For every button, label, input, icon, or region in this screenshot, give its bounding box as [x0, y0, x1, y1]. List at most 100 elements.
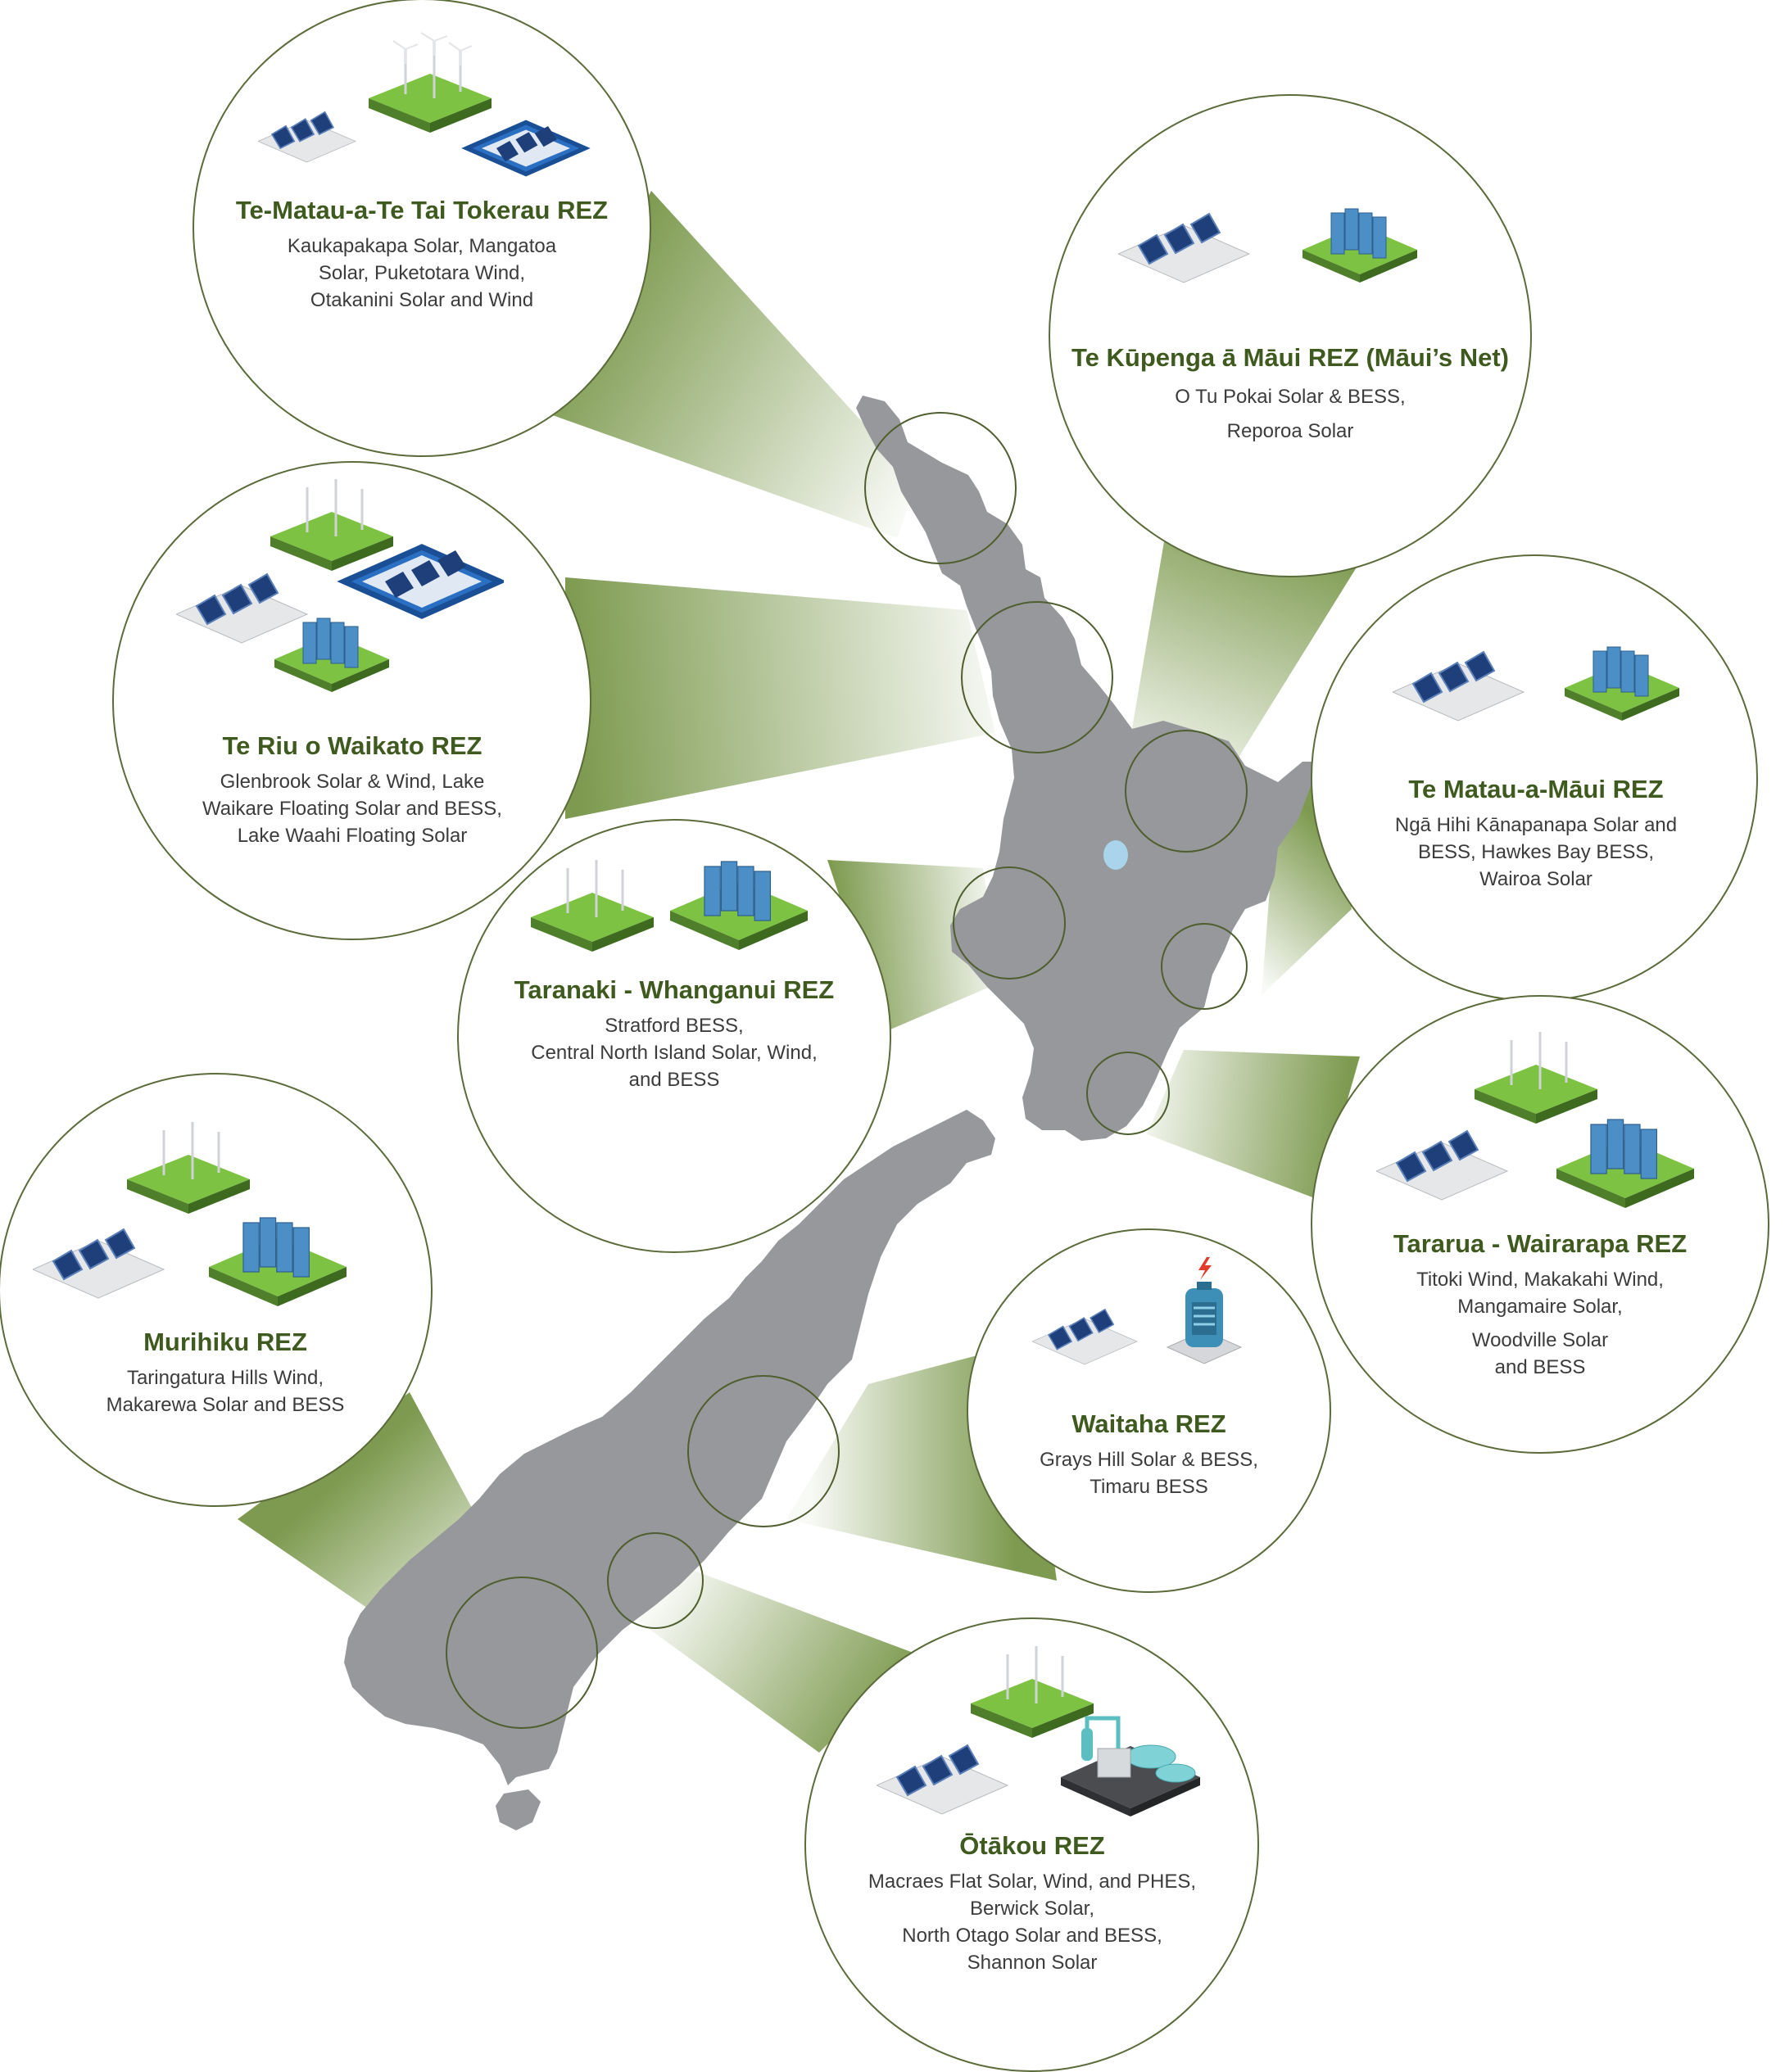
- wind-farm-icon: [369, 32, 492, 133]
- wind-farm-icon: [1475, 1032, 1597, 1124]
- project-line: Makarewa Solar and BESS: [106, 1394, 345, 1416]
- project-line: Macraes Flat Solar, Wind, and PHES,: [868, 1871, 1197, 1893]
- project-line: North Otago Solar and BESS,: [902, 1925, 1162, 1947]
- zone-title: Te Riu o Waikato REZ: [222, 731, 482, 760]
- project-line: Kaukapakapa Solar, Mangatoa: [287, 235, 557, 257]
- zone-projects: Taringatura Hills Wind, Makarewa Solar a…: [53, 1364, 397, 1418]
- project-line: Stratford BESS,: [605, 1015, 744, 1037]
- zone-callout-tai-tokerau: [193, 0, 651, 457]
- zone-projects: Kaukapakapa Solar, Mangatoa Solar, Puket…: [233, 233, 610, 314]
- zone-text-taranaki: Taranaki - Whanganui REZ Stratford BESS,…: [490, 975, 859, 1093]
- taranaki-icons: [531, 860, 808, 952]
- zone-title: Murihiku REZ: [143, 1328, 307, 1356]
- project-line: Lake Waahi Floating Solar: [237, 825, 468, 847]
- zone-projects: O Tu Pokai Solar & BESS, Reporoa Solar: [1061, 380, 1520, 449]
- ring-waitaha: [687, 1375, 840, 1527]
- zone-title: Tararua - Wairarapa REZ: [1393, 1229, 1688, 1258]
- ring-tai-tokerau: [864, 412, 1017, 564]
- tararua-icons: [1376, 1032, 1694, 1208]
- zone-projects: Grays Hill Solar & BESS, Timaru BESS: [991, 1446, 1307, 1500]
- project-line: Titoki Wind, Makakahi Wind,: [1416, 1269, 1664, 1291]
- project-line: O Tu Pokai Solar & BESS,: [1175, 386, 1406, 408]
- battery-storage-icon: [1556, 1119, 1694, 1208]
- zone-title: Ōtākou REZ: [959, 1831, 1105, 1860]
- ring-maui: [1125, 730, 1248, 853]
- zone-projects: Ngā Hihi Kānapanapa Solar and BESS, Hawk…: [1356, 812, 1716, 893]
- project-line: Wairoa Solar: [1479, 868, 1592, 890]
- battery-cell-icon: [1166, 1257, 1243, 1364]
- solar-farm-icon: [1032, 1308, 1138, 1365]
- project-line: BESS, Hawkes Bay BESS,: [1417, 841, 1655, 863]
- solar-farm-icon: [258, 111, 357, 163]
- zone-title: Te Matau-a-Māui REZ: [1408, 775, 1664, 803]
- solar-farm-icon: [33, 1228, 165, 1299]
- project-line: Waikare Floating Solar and BESS,: [202, 798, 502, 820]
- lake-taupo: [1103, 840, 1128, 870]
- project-line: Grays Hill Solar & BESS,: [1040, 1449, 1258, 1471]
- project-line: Reporoa Solar: [1226, 420, 1354, 442]
- battery-storage-icon: [670, 861, 808, 950]
- matau-a-maui-icons: [1393, 646, 1679, 722]
- zone-rings: [446, 412, 1248, 1729]
- stewart-island: [496, 1789, 541, 1830]
- zone-projects: Glenbrook Solar & Wind, Lake Waikare Flo…: [168, 768, 537, 849]
- zone-text-otakou: Ōtākou REZ Macraes Flat Solar, Wind, and…: [844, 1830, 1221, 1976]
- ring-tararua: [1086, 1052, 1170, 1135]
- battery-storage-icon: [209, 1217, 347, 1306]
- zone-text-matau-a-maui: Te Matau-a-Māui REZ Ngā Hihi Kānapanapa …: [1356, 774, 1716, 893]
- zone-title: Te-Matau-a-Te Tai Tokerau REZ: [235, 196, 609, 224]
- waikato-icons: [176, 479, 504, 692]
- zone-text-waitaha: Waitaha REZ Grays Hill Solar & BESS, Tim…: [991, 1409, 1307, 1500]
- waitaha-icons: [1032, 1257, 1243, 1365]
- wind-farm-icon: [127, 1122, 250, 1214]
- maui-net-icons: [1118, 208, 1417, 283]
- project-line: Mangamaire Solar,: [1457, 1296, 1623, 1318]
- project-line: Otakanini Solar and Wind: [310, 289, 534, 311]
- zone-text-tararua: Tararua - Wairarapa REZ Titoki Wind, Mak…: [1360, 1228, 1720, 1381]
- zone-text-tai-tokerau: Te-Matau-a-Te Tai Tokerau REZ Kaukapakap…: [233, 195, 610, 314]
- battery-storage-icon: [1303, 208, 1417, 283]
- ring-taranaki: [953, 866, 1066, 979]
- pumped-hydro-icon: [1061, 1716, 1200, 1816]
- tai-tokerau-icons: [258, 32, 591, 177]
- project-line: Glenbrook Solar & Wind, Lake: [220, 771, 485, 793]
- wind-farm-icon: [971, 1646, 1094, 1738]
- zone-projects: Stratford BESS, Central North Island Sol…: [490, 1012, 859, 1093]
- beam-otakou: [639, 1556, 917, 1753]
- battery-storage-icon: [1565, 646, 1679, 721]
- zone-title: Te Kūpenga ā Māui REZ (Māui’s Net): [1071, 343, 1509, 372]
- solar-farm-icon: [1393, 650, 1525, 722]
- zone-text-murihiku: Murihiku REZ Taringatura Hills Wind, Mak…: [53, 1327, 397, 1418]
- floating-solar-icon: [337, 544, 504, 619]
- project-line: Woodville Solar: [1471, 1329, 1609, 1351]
- south-island: [344, 1110, 995, 1785]
- project-line: Shannon Solar: [967, 1952, 1098, 1974]
- murihiku-icons: [33, 1122, 347, 1306]
- zone-callout-waitaha: [967, 1228, 1331, 1593]
- solar-farm-icon: [877, 1744, 1009, 1815]
- wind-farm-icon: [270, 479, 393, 571]
- project-line: Ngā Hihi Kānapanapa Solar and: [1394, 814, 1678, 836]
- ring-murihiku: [446, 1577, 598, 1729]
- project-line: Taringatura Hills Wind,: [126, 1367, 324, 1389]
- project-line: and BESS: [628, 1069, 720, 1091]
- battery-storage-icon: [274, 618, 389, 692]
- project-line: Timaru BESS: [1090, 1476, 1208, 1498]
- wind-farm-icon: [531, 860, 654, 952]
- zone-callout-murihiku: [0, 1073, 433, 1507]
- floating-solar-icon: [461, 120, 591, 177]
- project-line: Berwick Solar,: [969, 1898, 1095, 1920]
- zone-title: Waitaha REZ: [1071, 1409, 1226, 1438]
- beam-tararua: [1147, 1050, 1360, 1200]
- ring-matau: [1161, 923, 1248, 1010]
- zone-text-maui-net: Te Kūpenga ā Māui REZ (Māui’s Net) O Tu …: [1061, 342, 1520, 449]
- zone-callout-maui-net: [1049, 94, 1532, 577]
- zone-projects: Macraes Flat Solar, Wind, and PHES, Berw…: [844, 1868, 1221, 1976]
- project-line: Central North Island Solar, Wind,: [531, 1042, 818, 1064]
- ring-waikato: [961, 601, 1113, 753]
- solar-farm-icon: [1376, 1129, 1509, 1201]
- project-line: Solar, Puketotara Wind,: [318, 262, 526, 284]
- zone-callout-taranaki: [457, 819, 891, 1253]
